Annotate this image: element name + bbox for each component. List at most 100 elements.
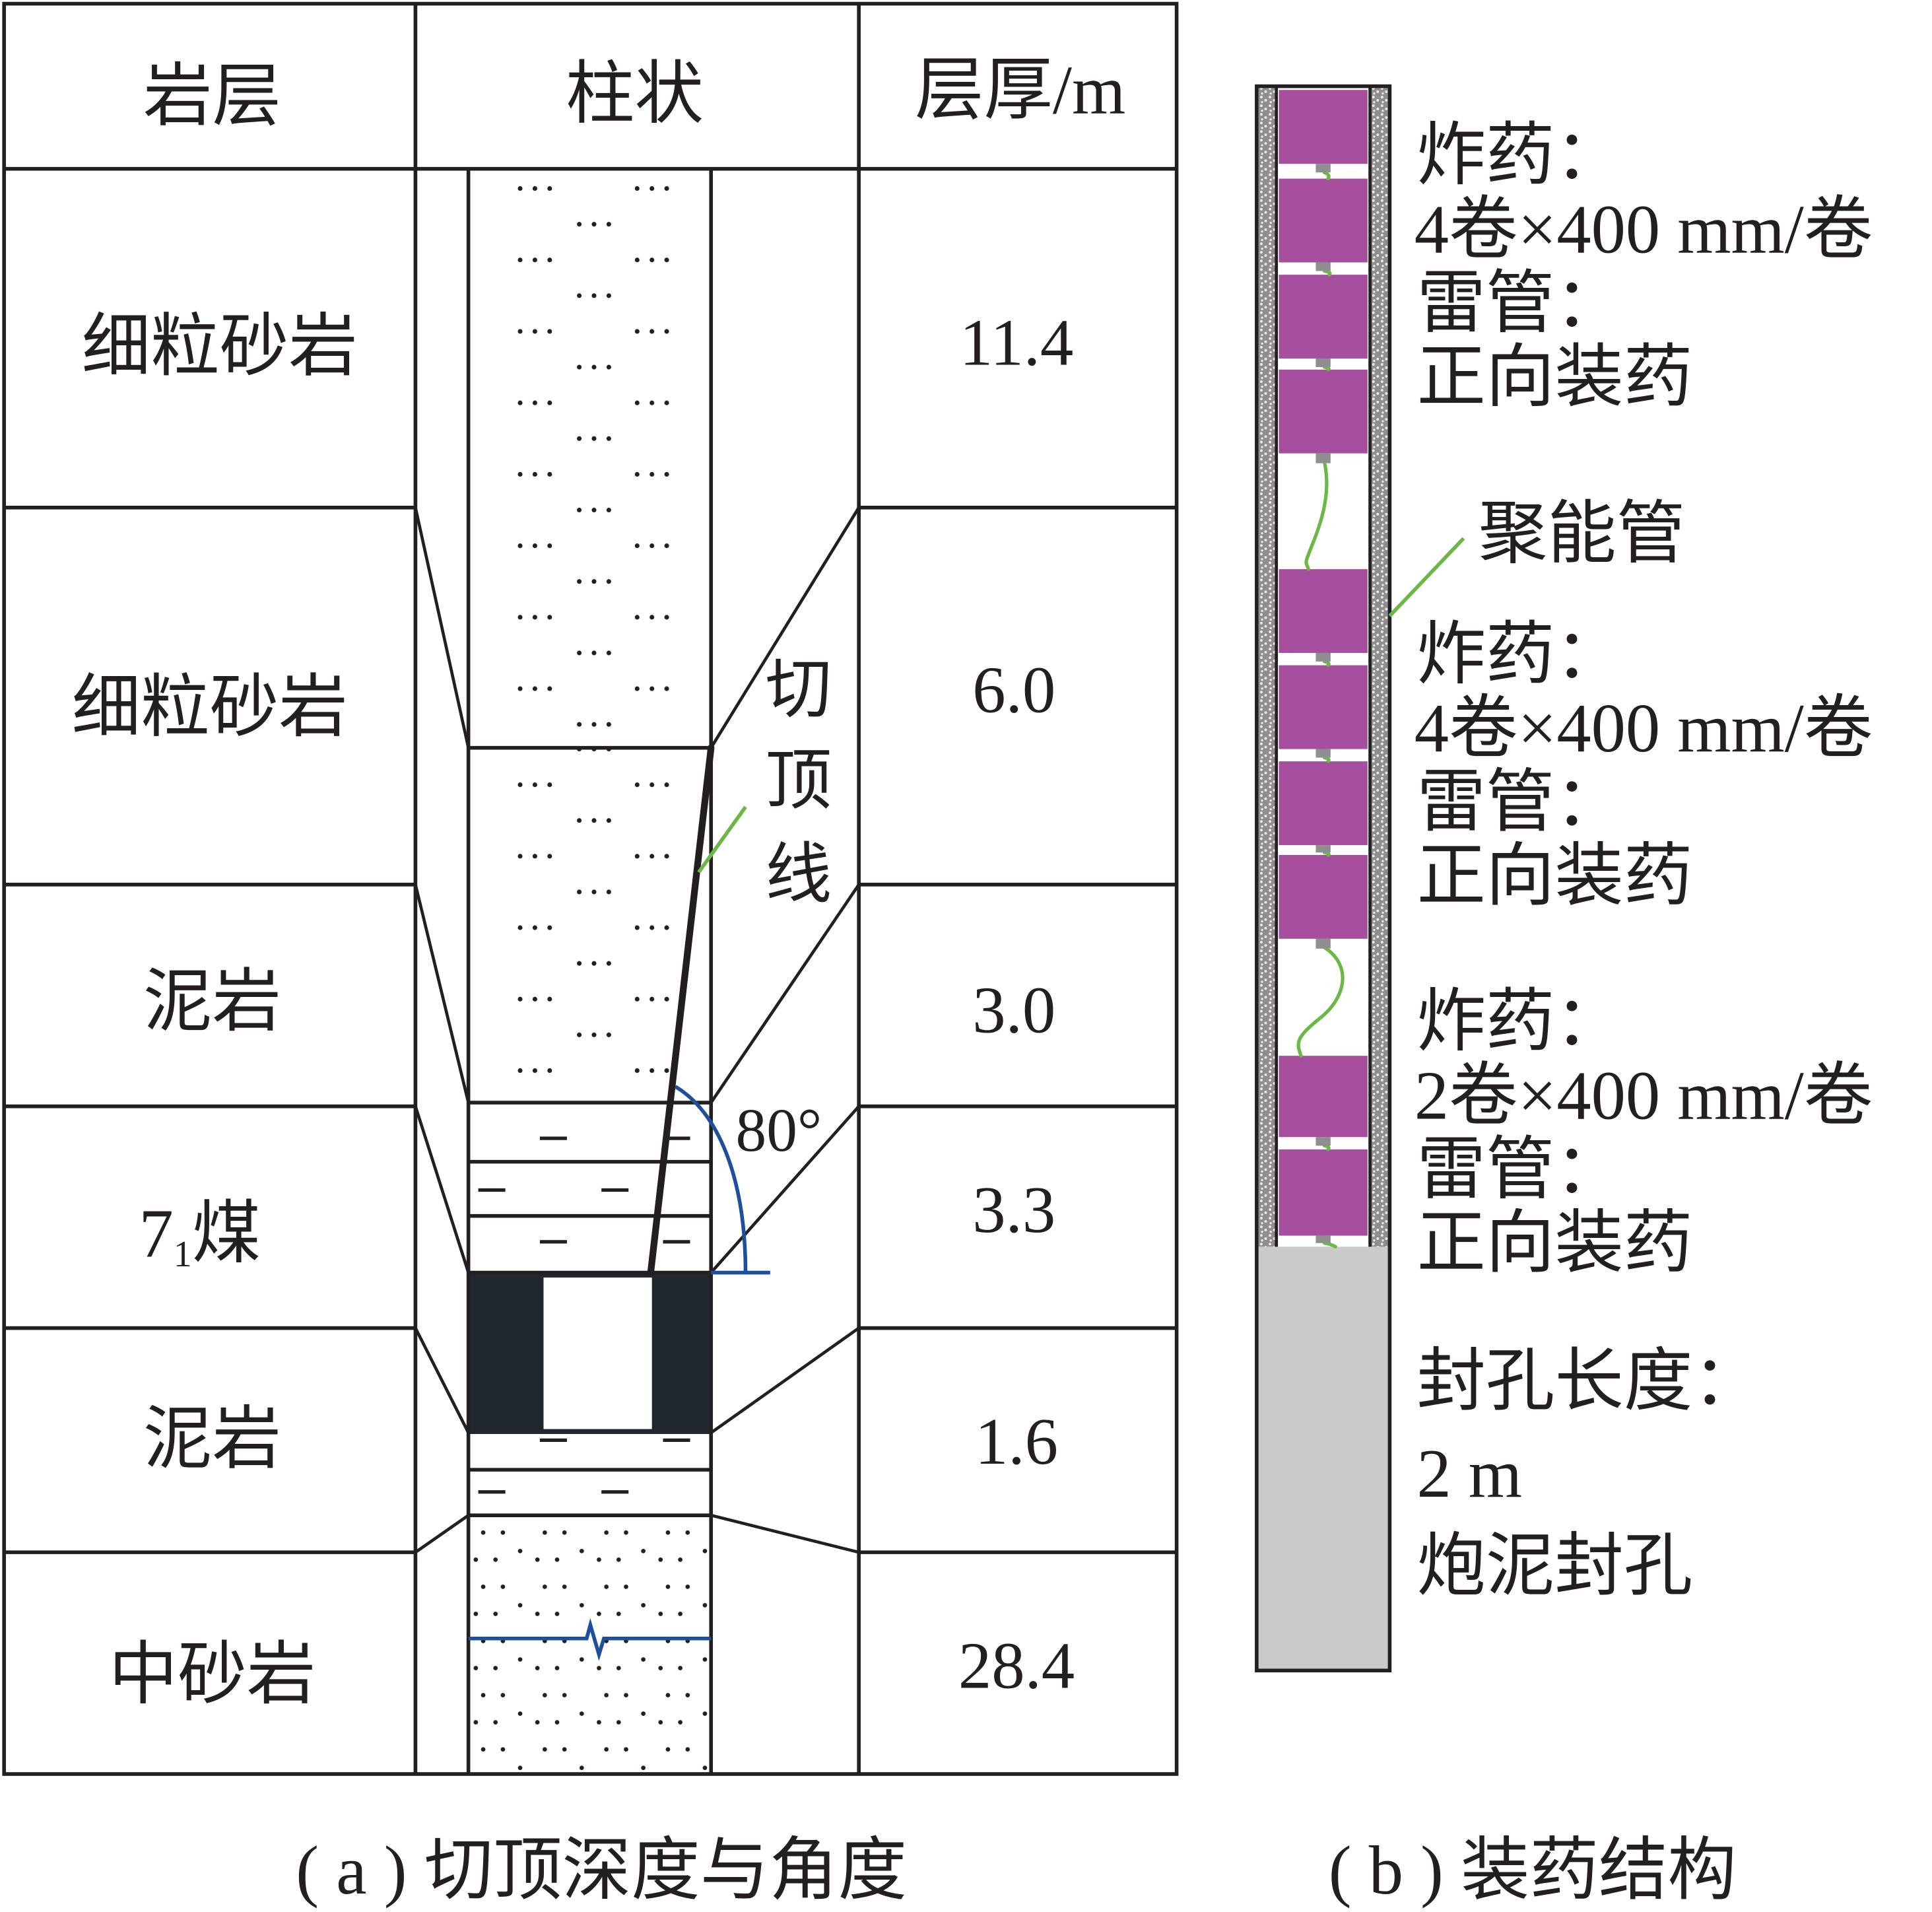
sealing-length-label: 封孔长度：: [1416, 1343, 1761, 1419]
coal-seam-name: 煤: [192, 1195, 261, 1272]
break-line: [468, 1618, 712, 1661]
detonator-wire: [1322, 755, 1331, 763]
stratum-label-coal: 71煤: [139, 1195, 261, 1275]
explosive-cartridge: [1279, 569, 1368, 653]
detonator-wire: [1296, 945, 1345, 1058]
coal-seam-number: 7: [139, 1195, 174, 1272]
medium-sandstone-fill: [468, 1515, 712, 1775]
detonator-connector: [1316, 938, 1331, 949]
connector-left: [414, 884, 470, 1103]
detonator-connectors: [1316, 164, 1331, 1243]
detonator-wire: [1322, 850, 1331, 857]
connector-right: [710, 1105, 860, 1274]
detonator-label: 雷管：: [1416, 1131, 1623, 1208]
connector-right: [710, 883, 861, 1104]
explosive-cartridge: [1279, 178, 1368, 263]
detonator-connector: [1316, 262, 1331, 271]
cut-line-label-char: 顶: [765, 744, 832, 818]
coal-seam: [468, 1272, 712, 1434]
explosive-charges: [1279, 90, 1368, 1236]
explosive-amount: 4卷×400 mm/卷: [1415, 690, 1873, 767]
caption-a: ( a ) 切顶深度与角度: [296, 1832, 907, 1909]
detonator-wire: [1322, 1144, 1331, 1151]
explosive-cartridge: [1279, 854, 1368, 939]
cut-line-label-char: 线: [765, 837, 832, 911]
stratum-label: 细粒砂岩: [82, 308, 358, 385]
roadway-opening: [543, 1278, 652, 1429]
detonator-connector: [1316, 164, 1331, 173]
thickness-value: 28.4: [958, 1628, 1075, 1702]
mudstone-symbols: [478, 1136, 690, 1494]
detonator-connector: [1316, 1137, 1331, 1146]
explosive-cartridge: [1279, 1056, 1368, 1138]
stratum-label: 泥岩: [143, 1401, 281, 1478]
table-grid-lines: [4, 3, 1177, 1775]
detonator-wire: [1322, 269, 1332, 277]
header-thickness: 层厚/m: [915, 52, 1125, 129]
shaped-tube-label: 聚能管: [1479, 495, 1685, 572]
stratum-label: 中砂岩: [109, 1636, 316, 1713]
thickness-value: 11.4: [960, 305, 1074, 379]
panel-a-stratigraphic-column: 岩层 柱状 层厚/m 细粒砂岩 细粒砂岩 泥岩 71煤 泥岩 中砂岩 11.4 …: [2, 1, 1179, 1909]
connector-right: [710, 1513, 859, 1554]
thickness-value: 3.3: [972, 1173, 1055, 1246]
detonator-label: 雷管：: [1416, 764, 1623, 840]
stemming-plug: [1258, 1246, 1388, 1669]
connector-left: [415, 1514, 469, 1554]
header-layer: 岩层: [143, 58, 281, 135]
borehole-outline: [1255, 84, 1392, 1673]
detonator-label: 雷管：: [1416, 265, 1623, 341]
explosive-label: 炸药：: [1416, 616, 1623, 693]
detonator-connector: [1316, 749, 1331, 758]
fine-sandstone-upper-fill: [468, 168, 712, 748]
fine-sandstone-lower-fill: [468, 747, 712, 1103]
stratum-label: 泥岩: [143, 963, 281, 1040]
sealing-length-value: 2 m: [1416, 1435, 1522, 1512]
explosive-cartridge: [1279, 90, 1368, 164]
connector-left: [414, 1327, 470, 1434]
explosive-amount: 4卷×400 mm/卷: [1415, 191, 1873, 268]
row-connector-lines: [414, 506, 861, 1554]
charging-mode: 正向装药: [1416, 1205, 1692, 1281]
sealing-method: 炮泥封孔: [1416, 1528, 1692, 1604]
roof-cutting-line: [647, 744, 715, 1276]
explosive-cartridge: [1279, 275, 1368, 358]
connector-left: [414, 507, 470, 749]
column-strata-lines: [466, 168, 714, 1775]
cut-line-leader: [697, 805, 747, 873]
connector-right: [710, 1326, 860, 1435]
explosive-label: 炸药：: [1416, 118, 1623, 194]
cut-angle-label: 80°: [736, 1097, 822, 1165]
cut-angle-marker: [674, 1085, 770, 1275]
tube-wall-right: [1370, 88, 1388, 1247]
explosive-cartridge: [1279, 1149, 1368, 1236]
connector-left: [414, 1105, 470, 1274]
explosive-amount: 2卷×400 mm/卷: [1415, 1057, 1873, 1134]
detonator-connector: [1316, 358, 1331, 368]
coal-seam-subscript: 1: [174, 1234, 192, 1275]
detonator-wire: [1304, 460, 1329, 571]
stratum-label: 细粒砂岩: [72, 669, 348, 746]
shaped-tube-leader: [1388, 537, 1465, 617]
explosive-label: 炸药：: [1416, 983, 1623, 1060]
detonator-wire: [1322, 1241, 1337, 1248]
detonator-connector: [1316, 652, 1331, 662]
detonator-wire: [1322, 660, 1331, 667]
detonator-wires: [1296, 170, 1345, 1248]
explosive-cartridge: [1279, 665, 1368, 749]
thickness-value: 6.0: [972, 653, 1055, 727]
thickness-value: 3.0: [972, 973, 1055, 1047]
detonator-connector: [1316, 453, 1331, 463]
cut-line-label-char: 切: [765, 653, 832, 727]
explosive-cartridge: [1279, 761, 1368, 846]
header-column: 柱状: [566, 55, 704, 132]
tube-wall-left: [1258, 88, 1277, 1247]
charging-mode: 正向装药: [1416, 838, 1692, 914]
detonator-connector: [1316, 845, 1331, 853]
panel-b-charge-structure: 炸药： 4卷×400 mm/卷 雷管： 正向装药 聚能管 炸药： 4卷×400 …: [1255, 84, 1873, 1909]
angle-arc: [674, 1085, 748, 1273]
thickness-value: 1.6: [975, 1404, 1058, 1478]
connector-right: [710, 506, 861, 749]
charging-mode: 正向装药: [1416, 339, 1692, 415]
